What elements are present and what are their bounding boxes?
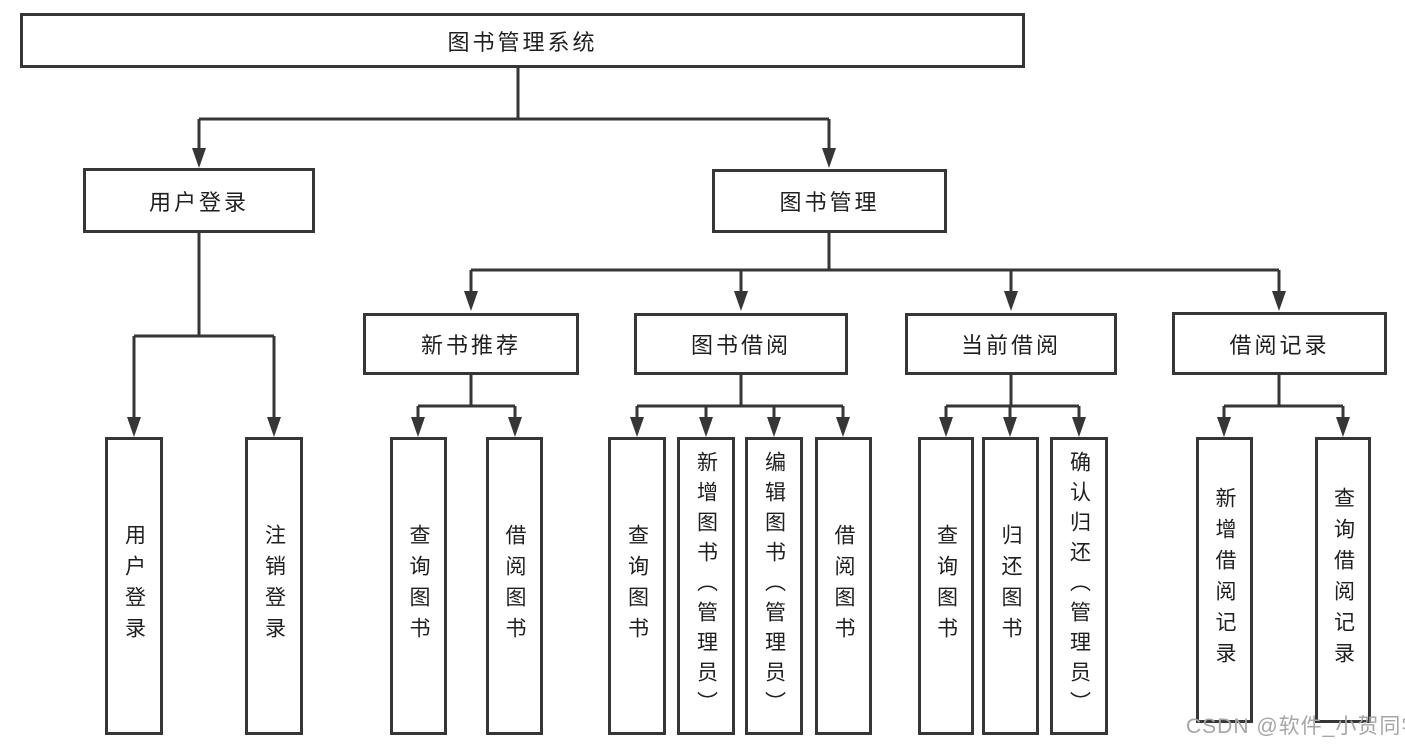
- connector-root: [197, 68, 831, 150]
- node-edit-books-admin: 编辑图书（管理员）: [745, 437, 803, 735]
- node-label: 查询借阅记录: [1331, 487, 1355, 673]
- node-query-borrow-record: 查询借阅记录: [1315, 437, 1371, 723]
- arrowhead: [630, 417, 644, 437]
- arrowhead: [1003, 417, 1017, 437]
- node-label: 新增借阅记录: [1213, 487, 1236, 673]
- node-label: 用户登录: [122, 524, 146, 648]
- node-login-module: 用户登录: [83, 168, 315, 233]
- node-current-borrow: 当前借阅: [905, 313, 1117, 375]
- node-user-login: 用户登录: [105, 437, 163, 735]
- node-label: 确认归还（管理员）: [1067, 451, 1091, 721]
- node-borrow-books: 借阅图书: [815, 437, 872, 735]
- arrowhead: [822, 148, 836, 168]
- node-new-book-recommend: 新书推荐: [363, 313, 579, 375]
- node-label: 查询图书: [934, 524, 958, 648]
- arrowhead: [192, 148, 206, 168]
- node-query-books-borrow: 查询图书: [608, 437, 666, 735]
- arrowhead: [767, 417, 781, 437]
- node-add-borrow-record: 新增借阅记录: [1196, 437, 1253, 723]
- node-add-books-admin: 新增图书（管理员）: [677, 437, 735, 735]
- connector-current-borrow: [944, 375, 1081, 419]
- connector-borrow-records: [1222, 375, 1345, 419]
- node-root-system: 图书管理系统: [20, 13, 1025, 68]
- node-label: 归还图书: [999, 524, 1022, 648]
- arrowhead: [939, 417, 953, 437]
- node-return-books: 归还图书: [982, 437, 1039, 735]
- node-borrow-books-recommend: 借阅图书: [486, 437, 543, 735]
- arrowhead: [464, 291, 478, 311]
- node-label: 新增图书（管理员）: [694, 451, 718, 721]
- node-label: 编辑图书（管理员）: [762, 451, 786, 721]
- arrowhead: [699, 417, 713, 437]
- arrowhead: [127, 417, 141, 437]
- connector-book-borrow: [635, 375, 845, 419]
- arrowhead: [1217, 417, 1231, 437]
- arrowhead: [1272, 291, 1286, 311]
- arrowhead: [411, 417, 425, 437]
- node-confirm-return-admin: 确认归还（管理员）: [1050, 437, 1108, 735]
- arrowhead: [1072, 417, 1086, 437]
- node-book-borrow: 图书借阅: [634, 313, 848, 375]
- node-label: 注销登录: [262, 524, 286, 648]
- connector-new-book-recommend: [416, 375, 517, 419]
- node-label: 借阅图书: [503, 524, 526, 648]
- node-label: 借阅图书: [832, 524, 855, 648]
- node-borrow-records: 借阅记录: [1172, 312, 1387, 375]
- arrowhead: [836, 417, 850, 437]
- csdn-watermark: CSDN @软件_小贺同学: [1186, 715, 1405, 738]
- node-query-books-recommend: 查询图书: [390, 437, 447, 735]
- node-query-books-current: 查询图书: [918, 437, 974, 735]
- connector-book-management: [469, 233, 1281, 293]
- arrowhead: [1336, 417, 1350, 437]
- connector-login-group: [132, 233, 276, 419]
- node-label: 查询图书: [625, 524, 649, 648]
- arrowhead: [734, 291, 748, 311]
- arrowhead: [267, 417, 281, 437]
- node-logout: 注销登录: [245, 437, 303, 735]
- arrowhead: [508, 417, 522, 437]
- node-label: 查询图书: [407, 524, 430, 648]
- arrowhead: [1004, 291, 1018, 311]
- node-book-management: 图书管理: [712, 169, 947, 233]
